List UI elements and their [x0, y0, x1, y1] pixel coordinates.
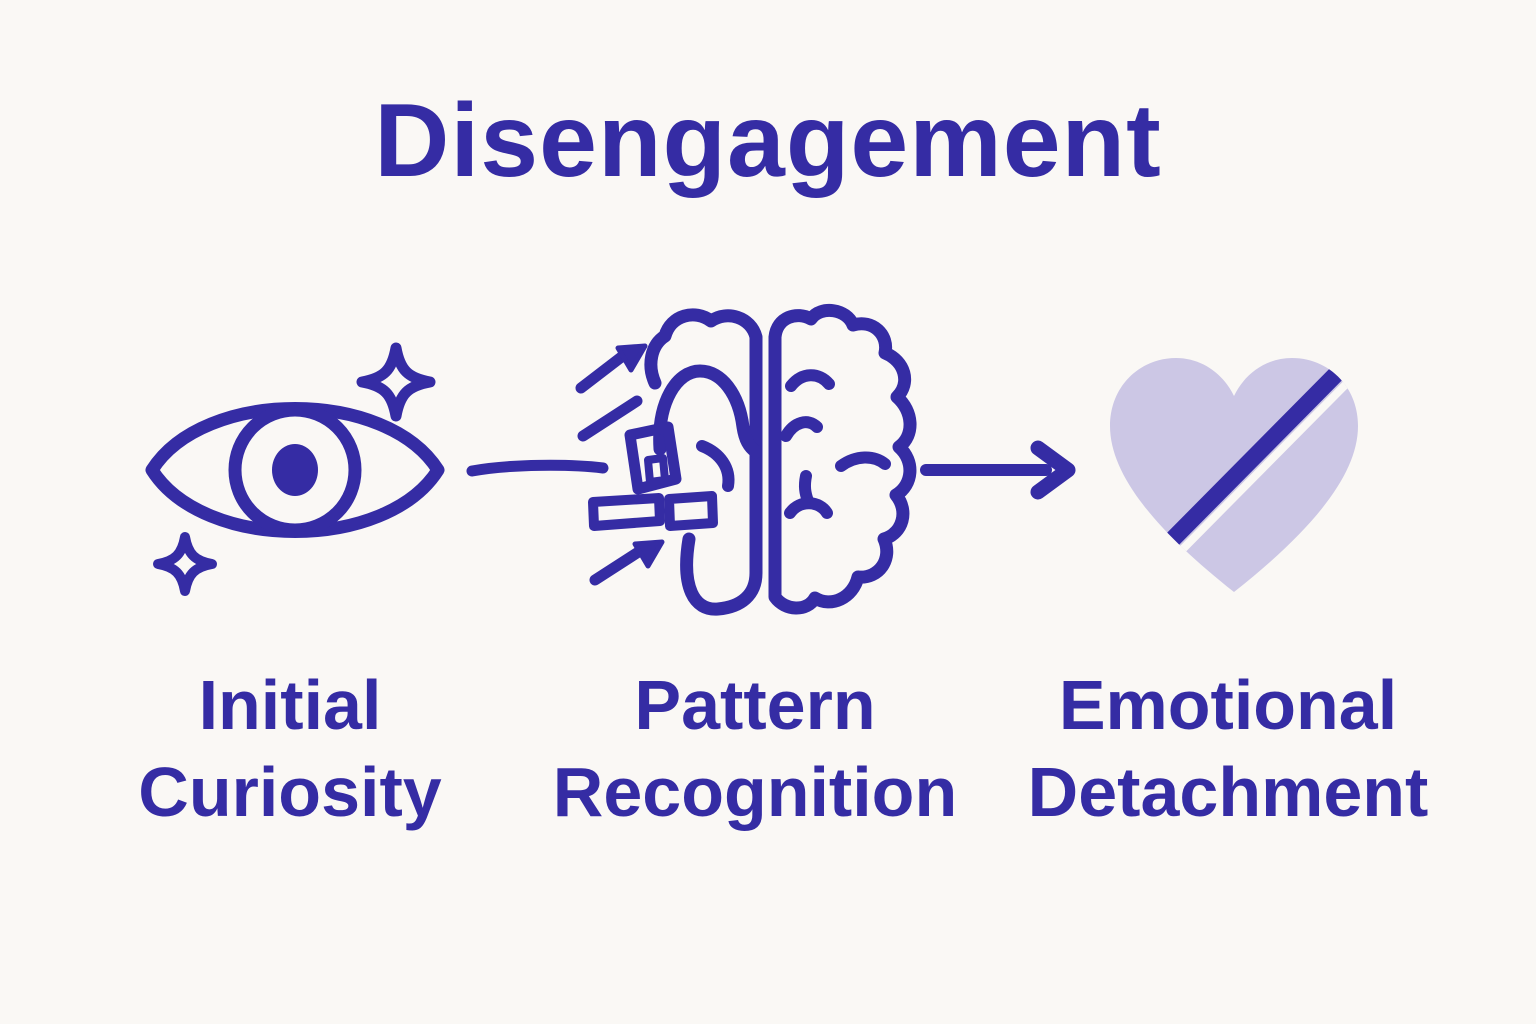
sparkle-large-icon [356, 342, 436, 422]
fragment-wide-rect [588, 493, 665, 531]
eye-iris [228, 403, 362, 537]
heart-slash [1151, 358, 1358, 560]
arrow-head [1030, 440, 1076, 500]
connector-line-stroke [466, 459, 609, 477]
eye-outline [145, 402, 445, 538]
stage-label-emotional-detachment: Emotional Detachment [1028, 662, 1429, 836]
arrow-right-icon [920, 440, 1076, 500]
brain-fold [696, 440, 735, 492]
stage-label-line1: Emotional [1058, 666, 1398, 744]
brain-left-hemisphere [644, 308, 763, 616]
inbound-arrow-bottom-shaft [589, 545, 646, 586]
sparkle-eye-icon [145, 342, 445, 596]
eye-pupil [272, 444, 318, 496]
inbound-arrow-top-shaft [575, 349, 630, 394]
stage-label-line1: Pattern [634, 666, 876, 744]
fragment-small-rect [664, 491, 718, 531]
stage-label-line2: Detachment [1027, 753, 1429, 831]
brain-fold [784, 497, 833, 519]
brain-right-hemisphere [768, 304, 917, 615]
page-title: Disengagement [374, 83, 1162, 199]
stage-label-initial-curiosity: Initial Curiosity [138, 662, 441, 836]
inbound-dash [577, 395, 643, 442]
fragmenting-brain-icon [575, 304, 917, 616]
heart-slash-gap [1164, 362, 1358, 568]
stage-label-line1: Initial [198, 666, 382, 744]
brain-fold [780, 416, 823, 442]
stage-label-pattern-recognition: Pattern Recognition [553, 662, 957, 836]
broken-heart-icon [1110, 358, 1358, 592]
inbound-arrow-top-head [615, 343, 648, 373]
brain-left-lobe-arch [653, 364, 763, 459]
fragment-tilted-rect [624, 421, 682, 495]
inbound-arrow-bottom-head [632, 539, 665, 569]
fragment-inner-rect [644, 454, 669, 486]
connector-line [466, 459, 609, 477]
brain-fold [785, 369, 835, 392]
stage-label-line2: Recognition [552, 753, 958, 831]
brain-fold [835, 451, 891, 472]
sparkle-small-icon [153, 532, 217, 596]
stage-label-line2: Curiosity [138, 753, 442, 831]
